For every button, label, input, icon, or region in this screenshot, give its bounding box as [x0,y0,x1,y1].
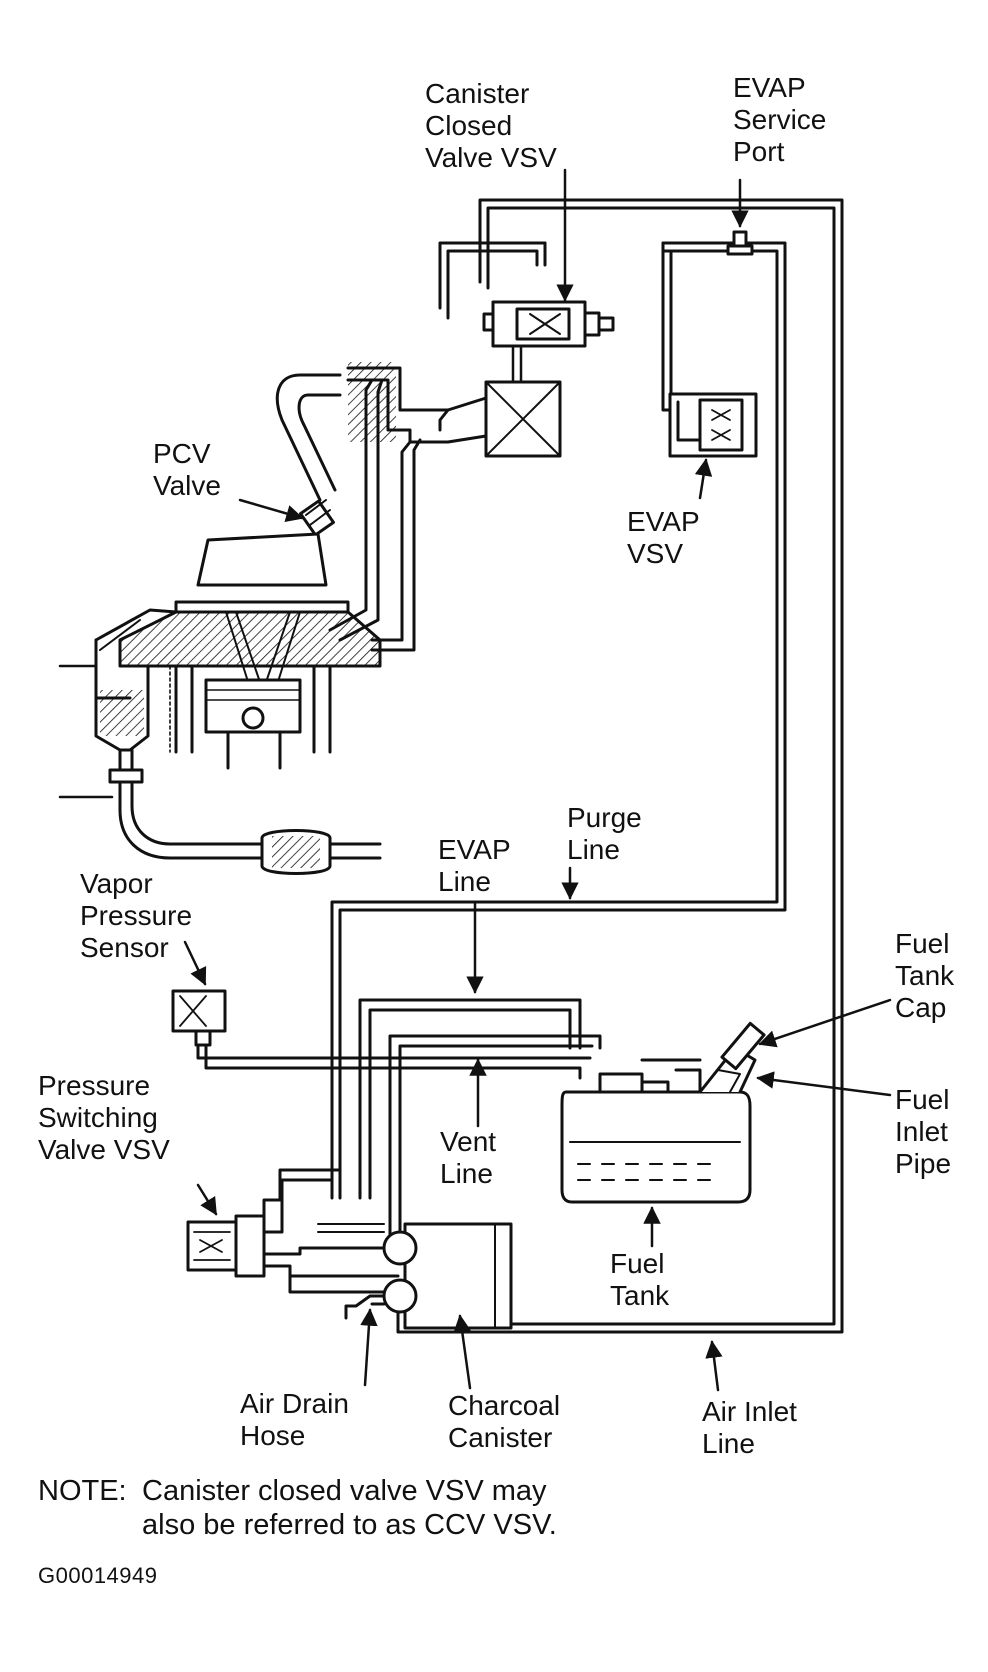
label-line: Tank [895,960,955,991]
label-line: Pipe [895,1148,952,1179]
label-line: Valve VSV [425,142,557,173]
throttle-body [484,380,562,458]
label-canister-closed-valve-vsv: Canister Closed Valve VSV [425,78,557,174]
label-line: Service [733,104,827,135]
vent-line [388,1034,602,1242]
note-line-1: Canister closed valve VSV may [142,1475,547,1507]
label-line: Line [438,866,491,897]
intake-manifold [328,362,488,652]
evap-line [358,998,582,1200]
label-line: EVAP [627,506,700,537]
diagram-note: NOTE: Canister closed valve VSV may also … [38,1474,557,1542]
label-line: Pressure [38,1070,151,1101]
fuel-tank [560,1021,766,1204]
evap-service-port [726,230,754,256]
evap-vsv [668,392,758,458]
label-evap-line: EVAP Line [438,834,511,898]
pcv-hose [275,373,342,537]
label-vent-line: Vent Line [440,1126,496,1190]
label-line: Canister [448,1422,553,1453]
label-line: Sensor [80,932,169,963]
label-line: Valve [153,470,221,501]
label-evap-vsv: EVAP VSV [627,506,700,570]
label-air-drain-hose: Air Drain Hose [240,1388,349,1452]
label-line: Vent [440,1126,497,1157]
label-evap-service-port: EVAP Service Port [733,72,826,168]
note-line-2: also be referred to as CCV VSV. [142,1509,557,1541]
label-fuel-tank-cap: Fuel Tank Cap [895,928,954,1024]
label-line: Vapor [80,868,153,899]
label-line: Fuel [895,928,950,959]
exhaust-sump [58,648,382,875]
label-pressure-switching-valve-vsv: Pressure Switching Valve VSV [38,1070,170,1166]
label-line: Hose [240,1420,306,1451]
engine-head [94,532,382,700]
engine-block [169,664,332,770]
label-line: EVAP [438,834,511,865]
label-line: Line [567,834,620,865]
label-line: Line [440,1158,493,1189]
label-fuel-inlet-pipe: Fuel Inlet Pipe [895,1084,951,1180]
label-line: Port [733,136,785,167]
label-line: Air Inlet [702,1396,797,1427]
label-line: Air Drain [240,1388,349,1419]
air-drain-hose [344,1294,386,1320]
figure-id: G00014949 [38,1563,158,1588]
label-fuel-tank: Fuel Tank [610,1248,669,1312]
label-line: Charcoal [448,1390,561,1421]
label-line: Closed [425,110,513,141]
label-line: Switching [38,1102,158,1133]
label-line: VSV [627,538,684,569]
label-line: Fuel [895,1084,950,1115]
vapor-pressure-sensor [171,989,592,1080]
label-line: PCV [153,438,211,469]
label-line: Tank [610,1280,670,1311]
leader-arrows [183,168,892,1392]
label-charcoal-canister: Charcoal Canister [448,1390,560,1454]
label-vapor-pressure-sensor: Vapor Pressure Sensor [80,868,192,964]
canister-closed-valve-vsv [482,300,615,394]
charcoal-canister [317,1222,513,1330]
label-line: Canister [425,78,530,109]
label-line: Purge [567,802,642,833]
label-line: Cap [895,992,947,1023]
label-line: EVAP [733,72,806,103]
label-line: Pressure [80,900,193,931]
note-tag: NOTE: [38,1475,127,1507]
label-line: Fuel [610,1248,665,1279]
label-line: Line [702,1428,755,1459]
label-line: Valve VSV [38,1134,170,1165]
label-line: Inlet [895,1116,948,1147]
pressure-switching-valve-vsv [186,1168,400,1294]
label-pcv-valve: PCV Valve [153,438,221,502]
label-purge-line: Purge Line [567,802,642,866]
label-air-inlet-line: Air Inlet Line [702,1396,797,1460]
